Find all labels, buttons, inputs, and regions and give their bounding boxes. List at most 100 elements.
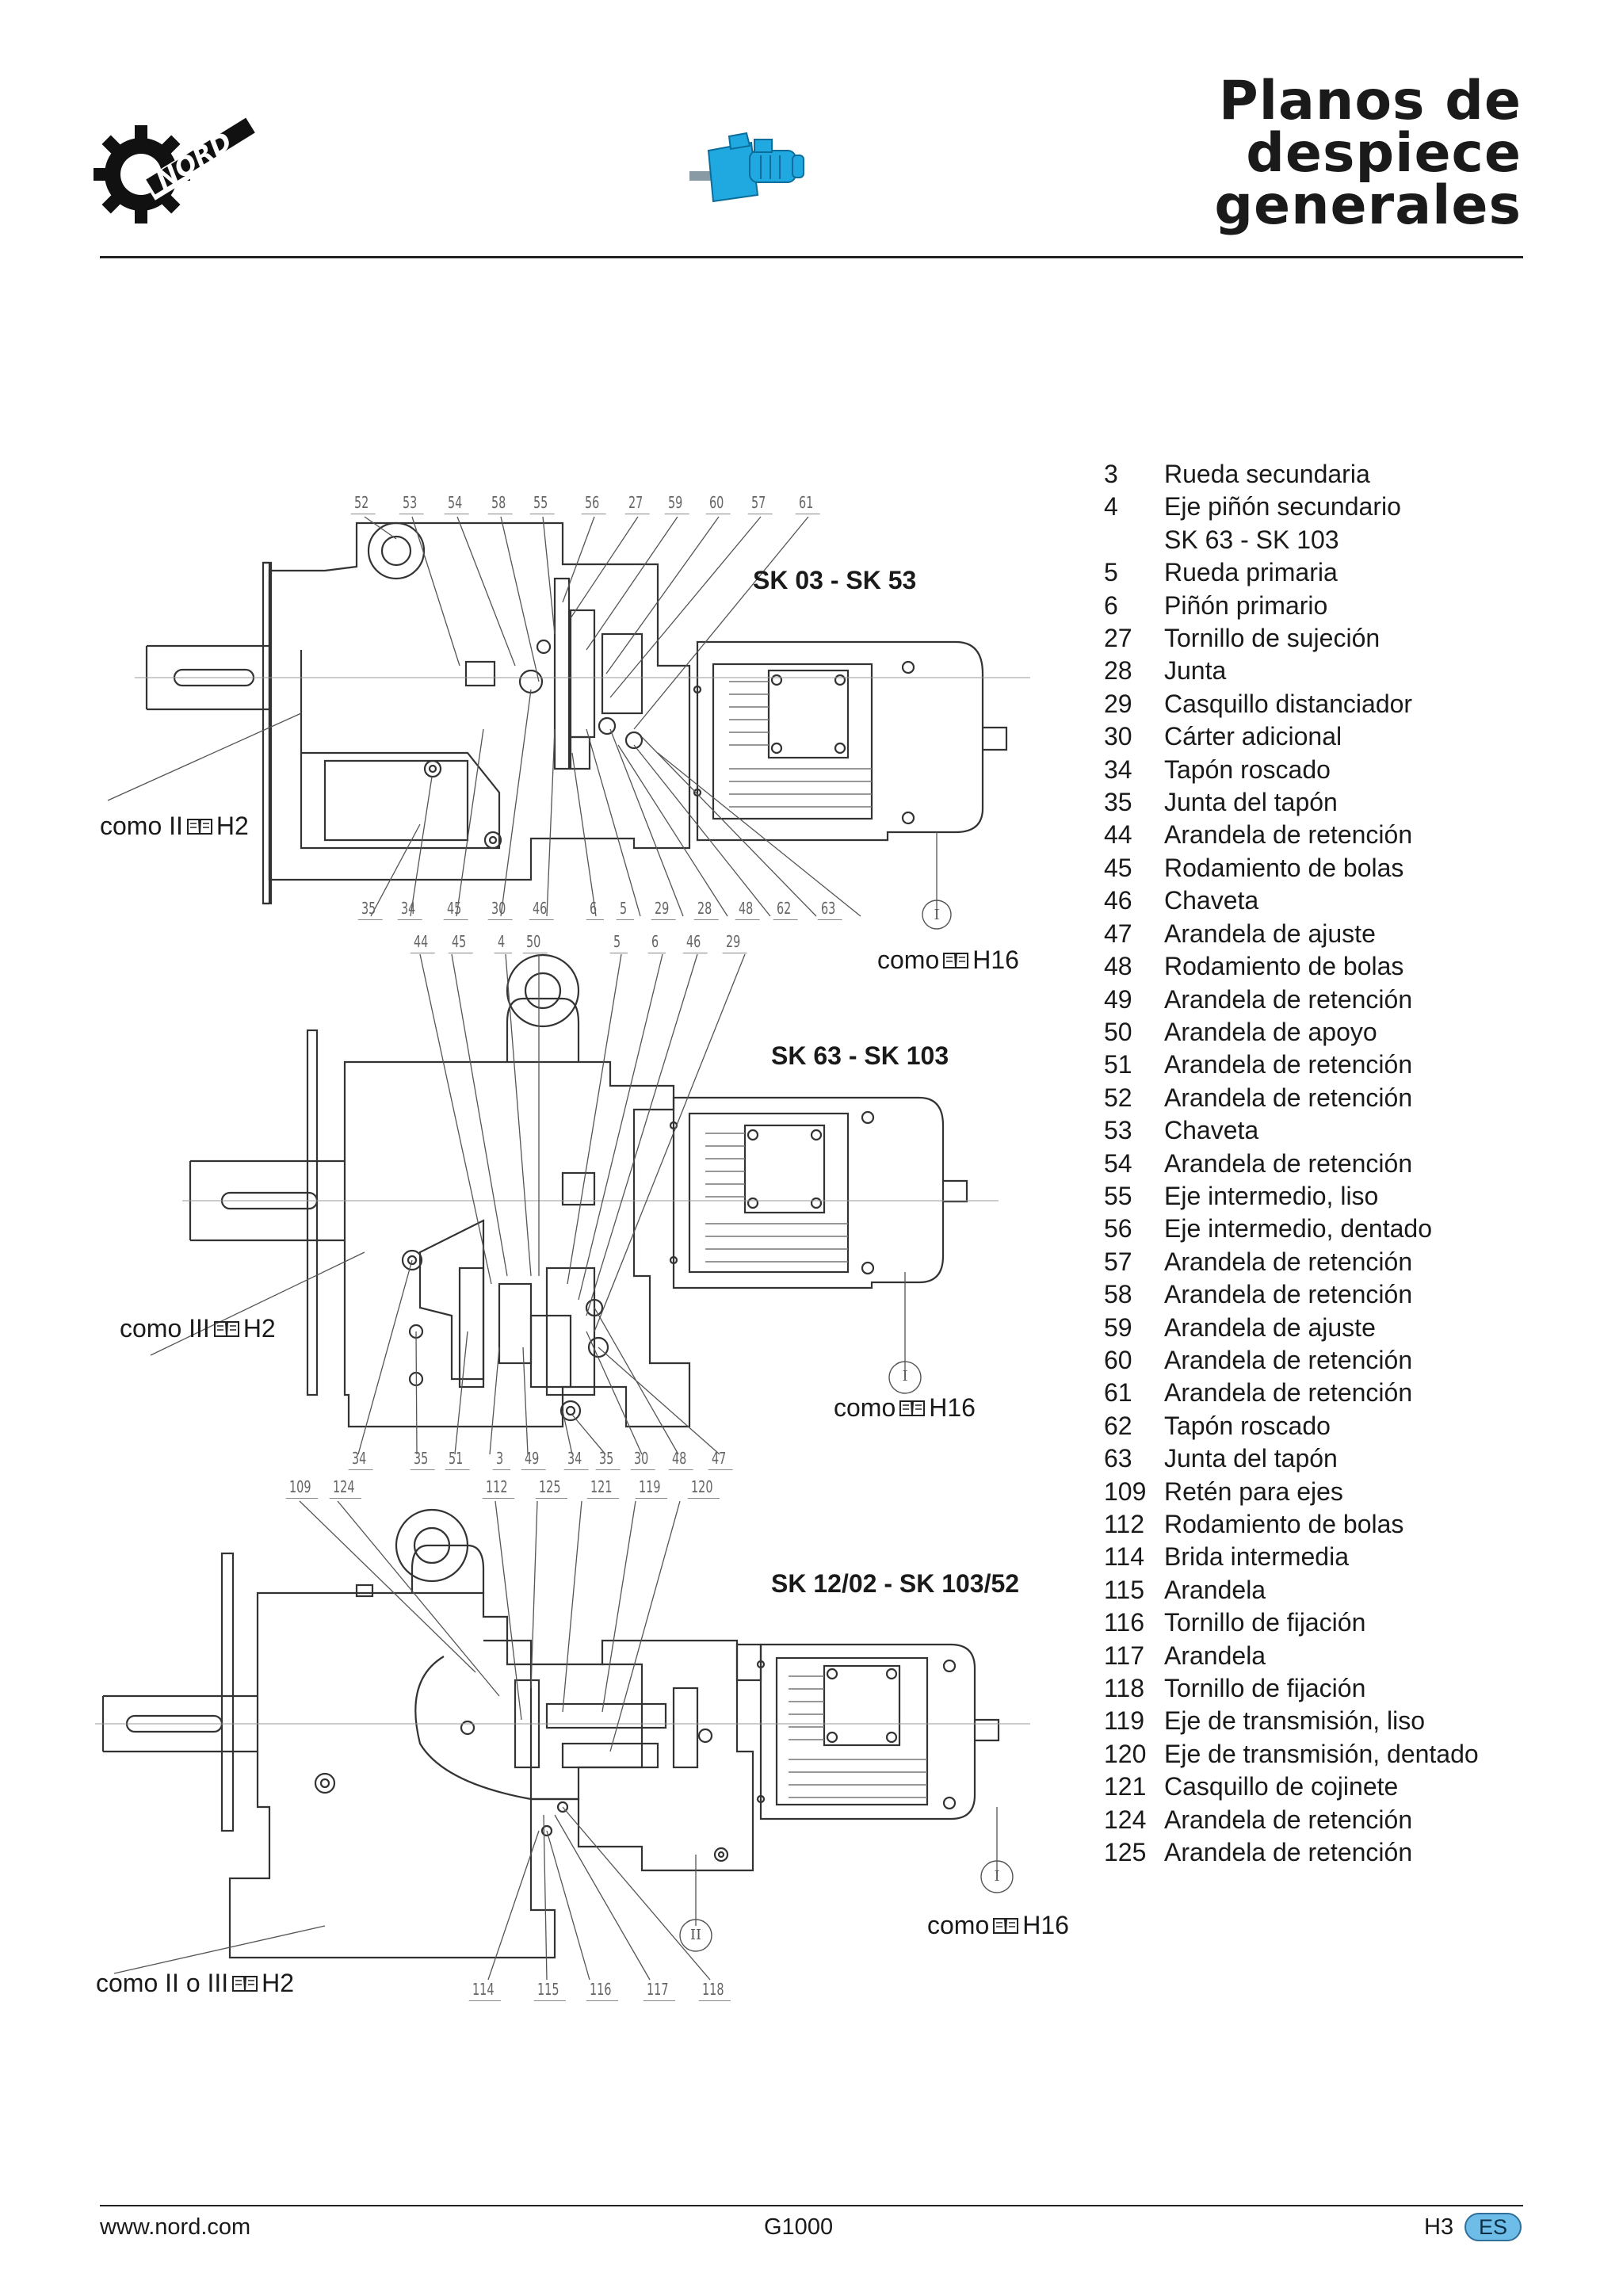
part-name: Arandela de retención	[1164, 1838, 1413, 1867]
view-marker-roman: II	[689, 1927, 702, 1943]
part-number: 50	[1104, 1017, 1132, 1046]
page-title: Planos de despiece generales	[1214, 74, 1522, 237]
part-number: 115	[1104, 1575, 1145, 1604]
parts-list-item: 52 Arandela de retención	[1104, 1082, 1579, 1114]
callout-number: 51	[445, 1449, 471, 1470]
part-number: 117	[1104, 1641, 1145, 1670]
part-number: 114	[1104, 1542, 1145, 1572]
title-line: generales	[1214, 174, 1522, 237]
parts-list-item: 34 Tapón roscado	[1104, 754, 1579, 786]
part-number: 34	[1104, 755, 1132, 784]
part-name: Eje piñón secundario	[1164, 492, 1401, 521]
reference-label: como H16	[834, 1393, 976, 1423]
part-name: Tornillo de sujeción	[1164, 624, 1381, 653]
callout-number: 47	[708, 1449, 734, 1470]
part-number: 54	[1104, 1148, 1132, 1178]
part-number: 46	[1104, 886, 1132, 915]
part-name: Rueda secundaria	[1164, 460, 1370, 488]
part-number: 124	[1104, 1805, 1147, 1834]
part-number: 49	[1104, 984, 1132, 1014]
callout-number: 6	[647, 932, 666, 953]
part-name: Cárter adicional	[1164, 722, 1342, 751]
callout-number: 117	[643, 1980, 676, 2001]
part-name: Eje intermedio, dentado	[1164, 1214, 1432, 1244]
parts-list-item: 125 Arandela de retención	[1104, 1836, 1579, 1869]
footer-divider	[100, 2205, 1523, 2206]
nord-logo: NORD	[92, 111, 260, 230]
part-number: 51	[1104, 1050, 1132, 1079]
part-number: 30	[1104, 722, 1132, 751]
part-number: 44	[1104, 820, 1132, 850]
callout-number: 34	[397, 899, 423, 920]
part-name: SK 63 - SK 103	[1164, 525, 1339, 554]
exploded-drawing-sk1202-sk10352: 109 124 112 125 121 119 120 114 115 116 …	[87, 1477, 1078, 2013]
part-number: 45	[1104, 853, 1132, 882]
part-number: 56	[1104, 1214, 1132, 1244]
callout-number: 48	[735, 899, 761, 920]
part-name: Arandela de retención	[1164, 1378, 1413, 1408]
part-name: Casquillo distanciador	[1164, 689, 1413, 718]
part-number: 116	[1104, 1608, 1145, 1637]
footer-website-link[interactable]: www.nord.com	[100, 2214, 251, 2240]
callout-number: 45	[448, 932, 474, 953]
reference-label: como III H2	[120, 1314, 276, 1343]
part-name: Brida intermedia	[1164, 1542, 1349, 1572]
part-name: Tapón roscado	[1164, 1411, 1331, 1440]
part-number: 63	[1104, 1444, 1132, 1473]
part-number: 53	[1104, 1116, 1132, 1145]
drawing-title: SK 63 - SK 103	[771, 1041, 949, 1070]
reference-code: H16	[972, 946, 1019, 974]
callout-number: 48	[668, 1449, 694, 1470]
part-name: Arandela de ajuste	[1164, 919, 1376, 948]
callout-number: 55	[529, 493, 556, 514]
part-name: Tapón roscado	[1164, 755, 1331, 784]
part-name: Arandela de retención	[1164, 1083, 1413, 1112]
part-name: Eje de transmisión, liso	[1164, 1706, 1426, 1736]
book-icon	[993, 1917, 1019, 1934]
part-name: Junta	[1164, 656, 1227, 686]
callout-number: 118	[698, 1980, 731, 2001]
part-name: Retén para ejes	[1164, 1477, 1343, 1506]
parts-list-item: 30 Cárter adicional	[1104, 720, 1579, 753]
parts-list-item: SK 63 - SK 103	[1104, 524, 1579, 556]
gear-motor-product-image	[682, 119, 816, 214]
callout-number: 29	[722, 932, 748, 953]
part-number: 58	[1104, 1280, 1132, 1309]
part-name: Rodamiento de bolas	[1164, 853, 1404, 882]
title-line: despiece	[1246, 122, 1522, 185]
callout-number: 53	[399, 493, 425, 514]
part-number: 52	[1104, 1083, 1132, 1112]
reference-code: H2	[242, 1314, 276, 1343]
part-name: Arandela	[1164, 1641, 1266, 1670]
drawing-sk1202-sk10352-svg	[95, 1500, 1030, 1981]
reference-code: H2	[216, 812, 249, 840]
callout-number: 58	[487, 493, 514, 514]
callout-number: 63	[817, 899, 843, 920]
reference-label: como II H2	[100, 812, 249, 841]
gear-motor-product-icon	[689, 132, 804, 203]
callout-number: 29	[651, 899, 677, 920]
callout-number: 30	[487, 899, 514, 920]
part-number: 125	[1104, 1838, 1147, 1867]
callout-number: 27	[624, 493, 651, 514]
part-number: 59	[1104, 1312, 1132, 1342]
footer-page-number: H3	[1424, 2214, 1454, 2240]
